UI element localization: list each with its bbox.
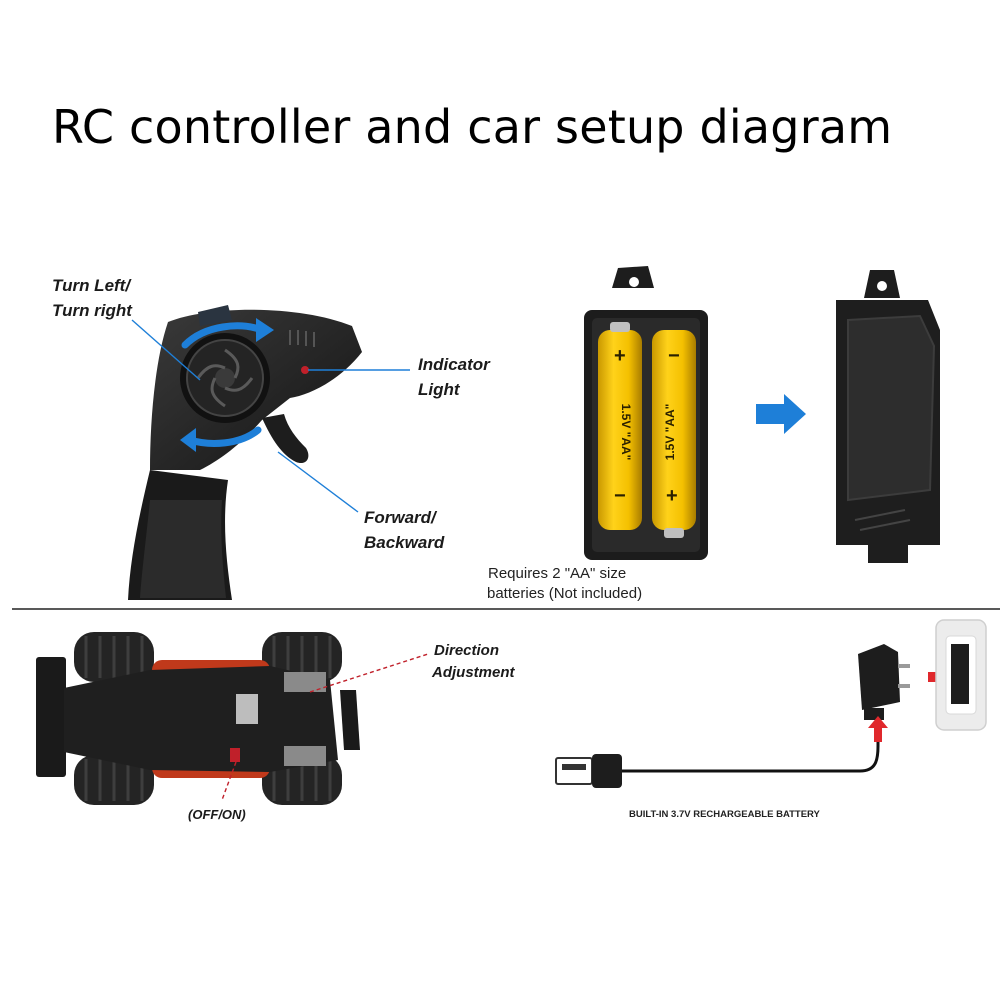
wheel: [74, 632, 154, 682]
battery-right-plus: +: [666, 485, 678, 507]
up-arrow-icon: [868, 716, 888, 742]
aa-battery-right: − 1.5V "AA" +: [652, 330, 696, 538]
power-switch: [230, 748, 240, 762]
steering-wheel: [180, 333, 270, 423]
direction-label-line1: Direction: [434, 642, 499, 659]
turn-arrow-icon: [181, 322, 266, 349]
wall-adapter: [858, 644, 910, 720]
rc-controller: [128, 305, 410, 600]
throttle-label-line1: Forward/: [364, 508, 438, 527]
wall-socket: [935, 619, 987, 731]
battery-left-rating: 1.5V "AA": [619, 404, 633, 461]
battery-right-rating: 1.5V "AA": [663, 404, 677, 461]
throttle-label-line2: Backward: [364, 533, 445, 552]
indicator-light: [301, 366, 309, 374]
aa-battery-left: + 1.5V "AA" −: [598, 322, 642, 530]
turn-label-line1: Turn Left/: [52, 276, 132, 295]
direction-label-line2: Adjustment: [431, 664, 516, 681]
battery-left-minus: −: [614, 485, 626, 507]
turn-label-line2: Turn right: [52, 301, 133, 320]
rechargeable-battery-label: BUILT-IN 3.7V RECHARGEABLE BATTERY: [629, 809, 821, 820]
switch-label: (OFF/ON): [188, 807, 246, 822]
battery-note-line2: batteries (Not included): [487, 585, 642, 602]
indicator-label-line2: Light: [418, 380, 461, 399]
indicator-label-line1: Indicator: [418, 355, 491, 374]
charger-setup: [555, 619, 987, 788]
battery-compartment-open: + 1.5V "AA" − − 1.5V "AA" +: [584, 266, 708, 560]
battery-left-plus: +: [614, 345, 626, 367]
usb-plug-icon: [555, 754, 622, 788]
rc-car-chassis: [36, 632, 429, 805]
page-title: RC controller and car setup diagram: [52, 100, 893, 154]
battery-cover: [836, 270, 940, 563]
right-arrow-icon: [756, 394, 806, 434]
battery-right-minus: −: [668, 345, 680, 367]
battery-note-line1: Requires 2 "AA" size: [488, 565, 626, 582]
